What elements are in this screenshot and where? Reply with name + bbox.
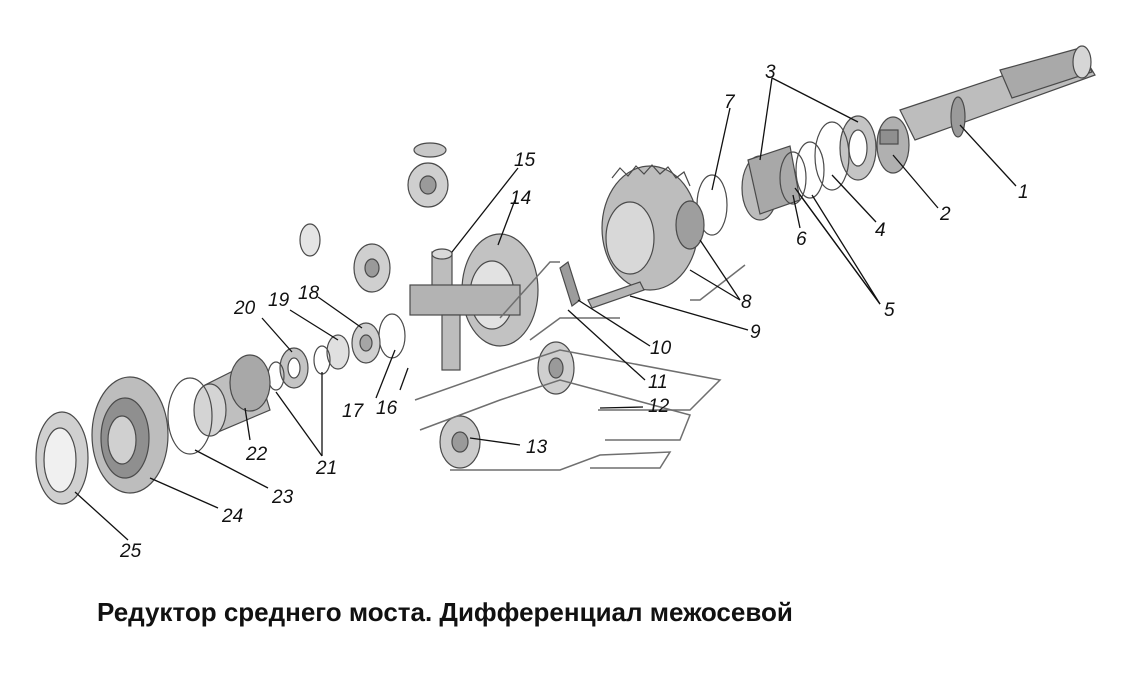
input-shaft bbox=[899, 45, 1096, 141]
lock-plate bbox=[559, 261, 581, 307]
label-1: 1 bbox=[1018, 182, 1029, 203]
label-10: 10 bbox=[650, 338, 672, 359]
satellite-gear-low bbox=[439, 415, 481, 469]
diagram-caption: Редуктор среднего моста. Дифференциал ме… bbox=[97, 597, 793, 627]
label-8: 8 bbox=[741, 292, 752, 313]
label-18: 18 bbox=[298, 283, 320, 304]
cage bbox=[279, 347, 309, 389]
label-4: 4 bbox=[875, 220, 886, 241]
bushing bbox=[326, 334, 350, 370]
satellite-gear-left bbox=[353, 243, 391, 293]
bearing-outer bbox=[839, 115, 877, 181]
label-14: 14 bbox=[510, 188, 531, 209]
label-17: 17 bbox=[342, 401, 365, 422]
label-5: 5 bbox=[884, 300, 895, 321]
label-21: 21 bbox=[315, 458, 337, 479]
label-9: 9 bbox=[750, 322, 761, 343]
bearing-inner bbox=[741, 145, 801, 221]
gasket bbox=[167, 377, 213, 455]
label-6: 6 bbox=[796, 229, 807, 250]
bearing-cover bbox=[91, 376, 169, 494]
shaft-flange bbox=[876, 116, 910, 174]
retaining-ring-a bbox=[313, 345, 331, 375]
part-labels: 1 2 3 4 5 6 7 8 9 10 11 12 13 14 15 16 1… bbox=[119, 62, 1029, 562]
bevel-gear bbox=[601, 164, 705, 291]
shim-ring-b bbox=[779, 151, 807, 205]
parts-group bbox=[35, 45, 1096, 505]
label-25: 25 bbox=[119, 541, 142, 562]
label-24: 24 bbox=[221, 506, 243, 527]
assembly-outline bbox=[414, 261, 746, 471]
thrust-washer bbox=[378, 313, 406, 359]
shim-ring-a bbox=[795, 141, 825, 199]
satellite-gear-top bbox=[407, 142, 449, 208]
side-gear bbox=[351, 322, 381, 364]
label-11: 11 bbox=[648, 372, 668, 393]
label-12: 12 bbox=[648, 396, 670, 417]
label-15: 15 bbox=[514, 150, 536, 171]
pin bbox=[587, 281, 645, 309]
differential-housing bbox=[409, 233, 539, 371]
label-19: 19 bbox=[268, 290, 290, 311]
label-3: 3 bbox=[765, 62, 776, 83]
shaft-housing bbox=[193, 354, 271, 437]
label-2: 2 bbox=[939, 204, 951, 225]
washer-top bbox=[299, 223, 321, 257]
label-22: 22 bbox=[245, 444, 268, 465]
label-13: 13 bbox=[526, 437, 548, 458]
snap-ring bbox=[814, 121, 850, 191]
label-23: 23 bbox=[271, 487, 294, 508]
leader-lines bbox=[74, 77, 1017, 541]
label-7: 7 bbox=[724, 92, 736, 113]
seal-cup bbox=[35, 411, 89, 505]
label-16: 16 bbox=[376, 398, 398, 419]
label-20: 20 bbox=[233, 298, 256, 319]
